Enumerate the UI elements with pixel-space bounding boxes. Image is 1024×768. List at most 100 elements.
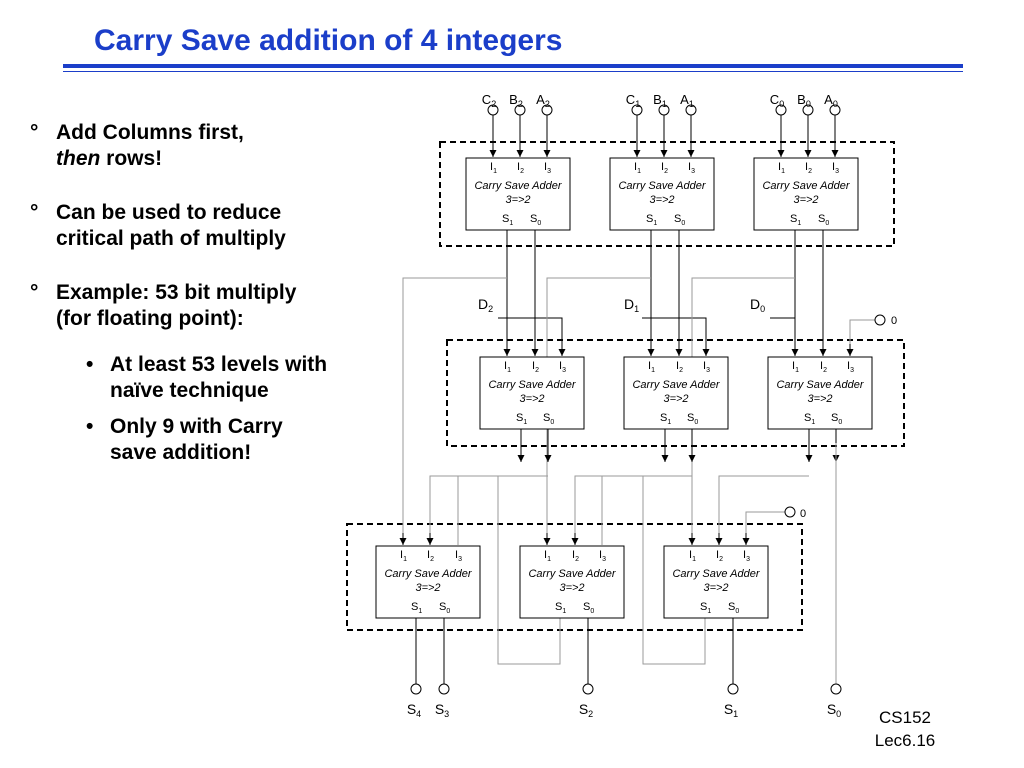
adder-output-label: S1 (804, 412, 815, 426)
title-rule-thick (63, 64, 963, 68)
input-terminal (487, 104, 499, 116)
bullet-marker: ° (30, 281, 39, 304)
input-label: A1 (680, 92, 694, 109)
adder-output-label: S0 (831, 412, 842, 426)
input-label: C1 (626, 92, 640, 109)
carry-save-adder-box (375, 545, 481, 619)
bullet-text: save addition! (110, 441, 252, 464)
adder-input-label: I2 (517, 161, 524, 175)
adder-title: Carry Save Adder (384, 568, 472, 580)
zero-terminal (784, 506, 796, 518)
zero-label: 0 (891, 315, 897, 327)
adder-input-label: I3 (832, 161, 839, 175)
adder-input-label: I1 (400, 549, 407, 563)
stage-2-group (446, 339, 905, 447)
bullet-text: Can be used to reduce (56, 201, 282, 224)
adder-input-label: I3 (599, 549, 606, 563)
bullet-text: critical path of multiply (56, 227, 286, 250)
input-terminal (631, 104, 643, 116)
input-label: B2 (509, 92, 523, 109)
d-input-wire (770, 317, 796, 340)
adder-input-label: I3 (544, 161, 551, 175)
adder-output-label: S1 (660, 412, 671, 426)
adder-ratio: 3=>2 (505, 194, 530, 206)
input-terminal (541, 104, 553, 116)
adder-output-label: S0 (728, 601, 739, 615)
slide-title: Carry Save addition of 4 integers (94, 24, 563, 57)
adder-ratio: 3=>2 (663, 393, 688, 405)
sub-bullet-levels: • At least 53 levels with naïve techniqu… (30, 352, 390, 404)
bullet-example: ° Example: 53 bit multiply (for floating… (30, 280, 390, 332)
bullet-text: then rows! (56, 146, 390, 172)
adder-title: Carry Save Adder (618, 180, 706, 192)
adder-input-label: I1 (490, 161, 497, 175)
zero-label: 0 (800, 508, 806, 520)
adder-input-label: I2 (661, 161, 668, 175)
bullet-text-rows: rows! (100, 147, 163, 170)
output-terminal (438, 683, 450, 695)
adder-ratio: 3=>2 (519, 393, 544, 405)
input-terminal (829, 104, 841, 116)
adder-input-label: I3 (559, 360, 566, 374)
title-rule-thin (63, 71, 963, 72)
bullet-text: At least 53 levels with (110, 353, 328, 376)
adder-input-label: I2 (532, 360, 539, 374)
input-terminal (802, 104, 814, 116)
carry-save-adder-box (519, 545, 625, 619)
bullet-add-columns: ° Add Columns first, then rows! (30, 120, 390, 172)
adder-output-label: S0 (439, 601, 450, 615)
stage2-to-stage3-wire (429, 475, 521, 545)
zero-input-wire (849, 319, 875, 356)
lecture-label: Lec6.16 (874, 731, 936, 750)
bullet-list: ° Add Columns first, then rows! ° Can be… (30, 120, 390, 346)
carry-save-adder-box (465, 157, 571, 231)
d-input-wire (498, 317, 566, 356)
adder-output-label: S0 (530, 213, 541, 227)
input-label: A2 (536, 92, 550, 109)
bullet-marker: ° (30, 201, 39, 224)
stage2-to-stage3-wire (457, 475, 548, 545)
stage-groups (346, 141, 905, 631)
carry-save-adder-box (767, 356, 873, 430)
stage2-to-stage3-wire (601, 475, 692, 545)
adder-ratio: 3=>2 (415, 582, 440, 594)
sub-bullet-carry-save: • Only 9 with Carry save addition! (30, 414, 390, 466)
adder-input-label: I1 (689, 549, 696, 563)
bypass-wire-left (402, 277, 507, 545)
input-terminal (775, 104, 787, 116)
adder-input-label: I1 (792, 360, 799, 374)
sub-bullet-marker: • (86, 415, 94, 438)
carry-save-adder-box (623, 356, 729, 430)
bullet-text: Example: 53 bit multiply (56, 281, 297, 304)
adder-input-label: I1 (778, 161, 785, 175)
output-terminal (582, 683, 594, 695)
input-terminal (685, 104, 697, 116)
carry-save-adder-box (663, 545, 769, 619)
adder-ratio: 3=>2 (703, 582, 728, 594)
carry-save-adder-box (479, 356, 585, 430)
adder-ratio: 3=>2 (649, 194, 674, 206)
stage2-to-stage3-wire (718, 475, 809, 545)
slide-footer: CS152 Lec6.16 (860, 706, 950, 752)
adder-input-label: I1 (634, 161, 641, 175)
input-label: C0 (770, 92, 784, 109)
adder-title: Carry Save Adder (632, 379, 720, 391)
adder-title: Carry Save Adder (474, 180, 562, 192)
adder-output-label: S1 (700, 601, 711, 615)
input-label: B0 (797, 92, 811, 109)
d-input-label: D0 (750, 296, 765, 314)
output-label: S3 (435, 701, 449, 719)
stage2-to-stage3-wire (574, 475, 665, 545)
adder-input-label: I3 (743, 549, 750, 563)
adder-output-label: S1 (516, 412, 527, 426)
adder-title: Carry Save Adder (776, 379, 864, 391)
adder-title: Carry Save Adder (762, 180, 850, 192)
adder-title: Carry Save Adder (488, 379, 576, 391)
adder-title: Carry Save Adder (672, 568, 760, 580)
d-input-label: D1 (624, 296, 639, 314)
adder-ratio: 3=>2 (807, 393, 832, 405)
bullet-text: Add Columns first, (56, 121, 244, 144)
bullet-text: Only 9 with Carry (110, 415, 283, 438)
d-input-label: D2 (478, 296, 493, 314)
